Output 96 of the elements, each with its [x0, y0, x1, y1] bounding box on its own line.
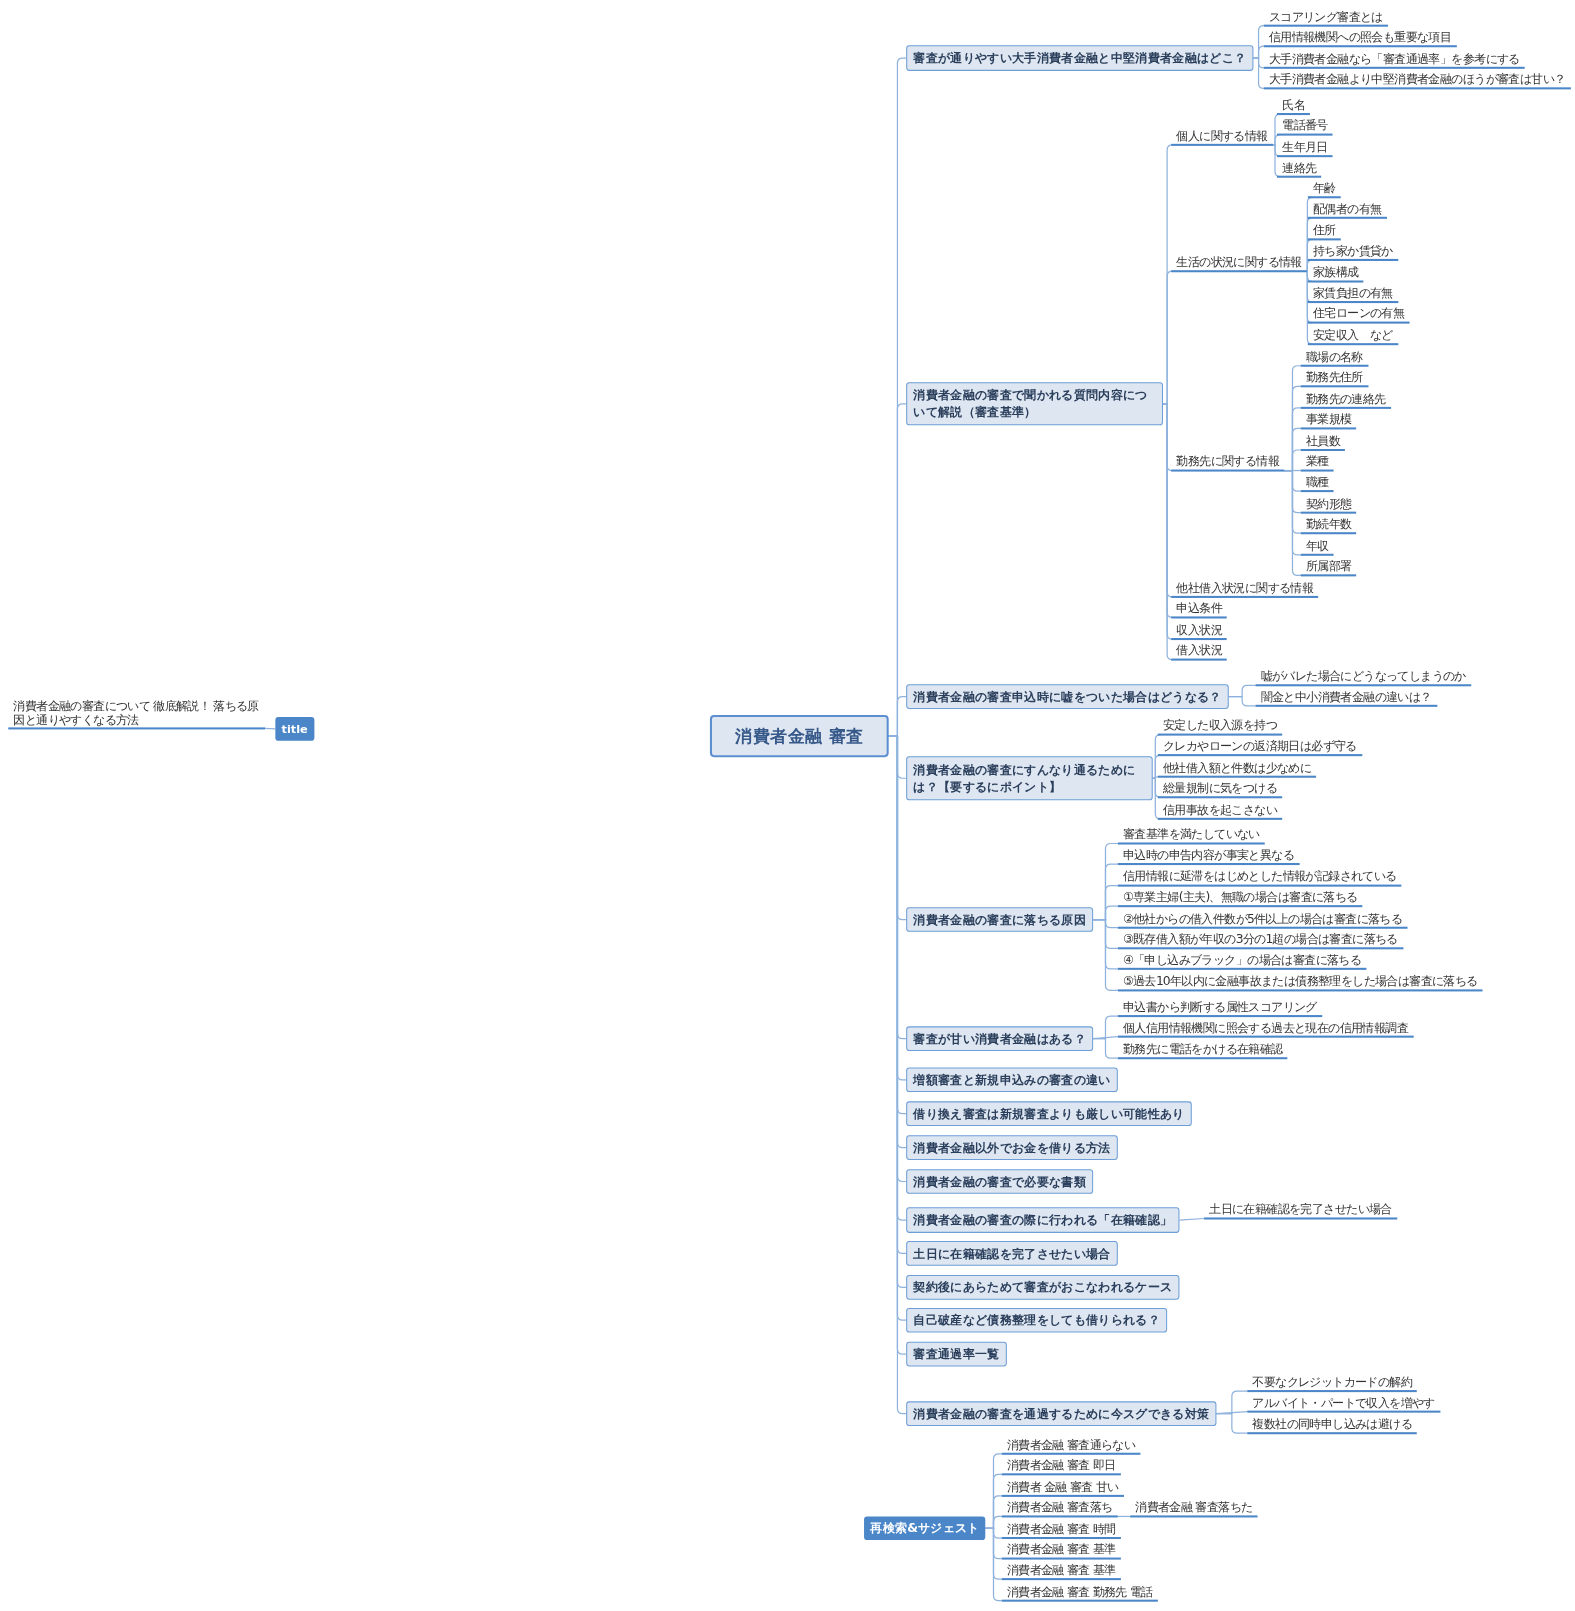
topic-box: 借り換え審査は新規審査よりも厳しい可能性あり	[906, 1101, 1192, 1127]
subtopic-label: 消費者金融 審査落ちた	[1130, 1498, 1258, 1518]
subtopic-label: 消費者金融 審査通らない	[1001, 1436, 1141, 1455]
topic-box: 消費者金融の審査で聞かれる質問内容について解説（審査基準）	[906, 382, 1163, 426]
subtopic-label: 信用情報に延滞をはじめとした情報が記録されている	[1117, 867, 1402, 887]
subtopic-label: 社員数	[1300, 432, 1346, 451]
subtopic-label: 年齢	[1307, 179, 1341, 199]
subtopic-label: 消費者金融 審査 勤務先 電話	[1001, 1583, 1158, 1602]
subtopic-label: 氏名	[1277, 96, 1311, 116]
topic-box: 消費者金融の審査の際に行われる「在籍確認」	[906, 1207, 1180, 1233]
subtopic-label: 家賃負担の有無	[1307, 284, 1398, 304]
subtopic-label: 土日に在籍確認を完了させたい場合	[1204, 1201, 1397, 1220]
subtopic-label: 事業規模	[1300, 411, 1357, 430]
subtopic-label: ③既存借入額が年収の3分の1超の場合は審査に落ちる	[1117, 930, 1403, 950]
subtopic-label: 勤務先に関する情報	[1171, 453, 1285, 472]
subtopic-label: 安定収入 など	[1307, 326, 1398, 345]
subtopic-label: 申込書から判断する属性スコアリング	[1117, 998, 1322, 1018]
subtopic-label: 収入状況	[1171, 621, 1228, 640]
subtopic-label: 審査基準を満たしていない	[1117, 826, 1265, 845]
subtopic-label: 総量規制に気をつける	[1157, 780, 1283, 799]
subtopic-label: 配偶者の有無	[1307, 200, 1387, 220]
subtopic-label: 勤続年数	[1300, 515, 1357, 535]
topic-box: 土日に在籍確認を完了させたい場合	[906, 1241, 1118, 1266]
subtopic-label: 職種	[1300, 474, 1334, 493]
subtopic-label: 業種	[1300, 453, 1334, 472]
subtopic-label: 大手消費者金融より中堅消費者金融のほうが審査は甘い？	[1263, 71, 1571, 90]
topic-box: 自己破産など債務整理をしても借りられる？	[906, 1307, 1168, 1333]
connector-line	[1152, 776, 1159, 779]
subtopic-label: 嘘がバレた場合にどうなってしまうのか	[1255, 667, 1472, 687]
central-topic-box: 消費者金融 審査	[709, 715, 889, 758]
connector-line	[1252, 57, 1265, 89]
topic-box: 消費者金融の審査で必要な書類	[906, 1169, 1094, 1194]
connector-line	[1092, 1038, 1119, 1059]
subtopic-label: スコアリング審査とは	[1263, 8, 1389, 27]
subtopic-label: 個人に関する情報	[1171, 127, 1273, 146]
subtopic-label: 消費者金融 審査 即日	[1001, 1457, 1121, 1476]
subtopic-label: 消費者金融の審査について 徹底解説！ 落ちる原因と通りやすくなる方法	[8, 697, 266, 730]
subtopic-label: 電話番号	[1277, 117, 1333, 136]
connector-line	[1178, 1217, 1205, 1221]
topic-box: 消費者金融の審査に落ちる原因	[906, 907, 1094, 932]
topic-box: 消費者金融の審査を通過するために今スグできる対策	[906, 1401, 1217, 1427]
floating-topic-badge: 再検索&サジェスト	[864, 1516, 986, 1541]
subtopic-label: 勤務先の連絡先	[1300, 390, 1391, 409]
subtopic-label: 所属部署	[1300, 557, 1357, 577]
topic-box: 審査が通りやすい大手消費者金融と中堅消費者金融はどこ？	[906, 45, 1254, 71]
connector-line	[1117, 1515, 1131, 1518]
subtopic-label: 年収	[1300, 536, 1334, 556]
topic-box: 審査が甘い消費者金融はある？	[906, 1026, 1094, 1052]
connector-line	[264, 727, 276, 730]
subtopic-label: 勤務先住所	[1300, 369, 1368, 388]
subtopic-label: 消費者金融 審査 基準	[1001, 1541, 1121, 1560]
connector-line	[984, 1527, 1003, 1602]
subtopic-label: 消費者金融 審査 基準	[1001, 1562, 1121, 1581]
subtopic-label: ①専業主婦(主夫)、無職の場合は審査に落ちる	[1117, 888, 1363, 908]
connector-line	[1283, 469, 1302, 576]
subtopic-label: アルバイト・パートで収入を増やす	[1247, 1394, 1440, 1414]
subtopic-label: 住所	[1307, 221, 1341, 241]
subtopic-label: 消費者金融 審査 時間	[1001, 1520, 1121, 1539]
subtopic-label: 勤務先に電話をかける在籍確認	[1117, 1040, 1288, 1060]
subtopic-label: 家族構成	[1307, 263, 1364, 283]
subtopic-label: 連絡先	[1277, 159, 1322, 178]
subtopic-label: 借入状況	[1171, 642, 1228, 661]
subtopic-label: 安定した収入源を持つ	[1157, 717, 1283, 736]
connector-line	[1092, 918, 1119, 992]
subtopic-label: 持ち家か賃貸か	[1307, 242, 1398, 262]
topic-box: 契約後にあらためて審査がおこなわれるケース	[906, 1275, 1180, 1300]
floating-topic-badge: title	[275, 717, 314, 741]
subtopic-label: 信用事故を起こさない	[1157, 800, 1283, 820]
subtopic-label: クレカやローンの返済期日は必ず守る	[1157, 738, 1362, 757]
subtopic-label: 申込時の申告内容が事実と異なる	[1117, 847, 1300, 866]
topic-box: 審査通過率一覧	[906, 1341, 1007, 1367]
topic-box: 消費者金融の審査申込時に嘘をついた場合はどうなる？	[906, 684, 1229, 709]
subtopic-label: 他社借入額と件数は少なめに	[1157, 759, 1317, 778]
subtopic-label: 生活の状況に関する情報	[1171, 253, 1307, 273]
subtopic-label: ②他社からの借入件数が5件以上の場合は審査に落ちる	[1117, 909, 1408, 929]
subtopic-label: 不要なクレジットカードの解約	[1247, 1373, 1418, 1393]
subtopic-label: 他社借入状況に関する情報	[1171, 579, 1319, 598]
subtopic-label: 個人信用情報機関に照会する過去と現在の信用情報調査	[1117, 1019, 1414, 1039]
topic-box: 消費者金融の審査にすんなり通るためには？【要するにポイント】	[906, 756, 1153, 801]
subtopic-label: 消費者 金融 審査 甘い	[1001, 1478, 1124, 1497]
topic-box: 消費者金融以外でお金を借りる方法	[906, 1135, 1118, 1160]
subtopic-label: 大手消費者金融なら「審査通過率」を参考にする	[1263, 50, 1525, 69]
subtopic-label: 契約形態	[1300, 495, 1357, 514]
subtopic-label: 申込条件	[1171, 600, 1228, 619]
connector-line	[1228, 695, 1257, 707]
subtopic-label: 生年月日	[1277, 138, 1333, 157]
connector-line	[1215, 1413, 1248, 1434]
subtopic-label: ⑤過去10年以内に金融事故または債務整理をした場合は審査に落ちる	[1117, 972, 1483, 992]
subtopic-label: 消費者金融 審査落ち	[1001, 1499, 1118, 1518]
subtopic-label: 複数社の同時申し込みは避ける	[1247, 1415, 1418, 1435]
subtopic-label: 闇金と中小消費者金融の違いは？	[1255, 688, 1437, 708]
subtopic-label: ④「申し込みブラック」の場合は審査に落ちる	[1117, 951, 1367, 971]
subtopic-label: 住宅ローンの有無	[1307, 305, 1410, 325]
topic-box: 増額審査と新規申込みの審査の違い	[906, 1067, 1118, 1093]
subtopic-label: 職場の名称	[1300, 348, 1368, 367]
subtopic-label: 信用情報機関への照会も重要な項目	[1263, 29, 1457, 48]
